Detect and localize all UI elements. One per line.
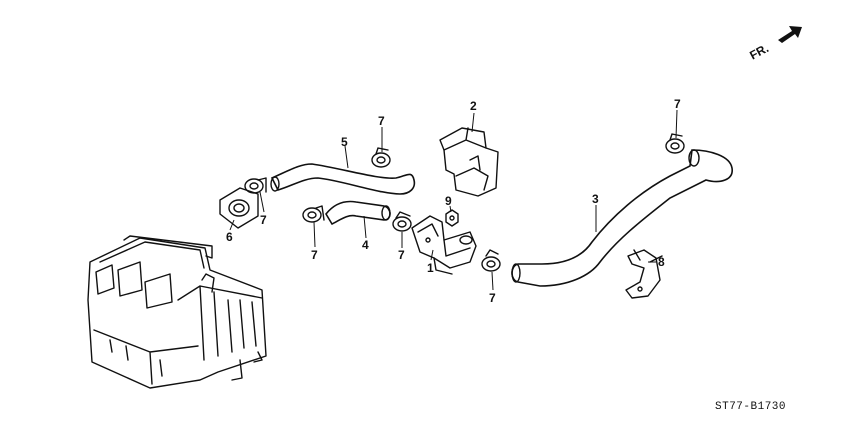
hose-clip-7-c (302, 205, 325, 223)
hose-part-4 (325, 200, 391, 226)
callout-9: 9 (445, 194, 452, 208)
front-direction-arrow-icon (778, 26, 802, 43)
heater-unit (87, 235, 267, 389)
callout-7-e: 7 (489, 291, 496, 305)
hose-part-5 (270, 163, 416, 195)
callout-7-a: 7 (260, 213, 267, 227)
clamp-part-8 (625, 249, 663, 299)
callout-6: 6 (226, 230, 233, 244)
front-direction-label: FR. (747, 41, 771, 62)
hose-clip-7-a (244, 177, 267, 194)
cover-part-2 (439, 127, 499, 197)
grommet-part-6 (219, 187, 259, 229)
hose-clip-7-f (665, 133, 685, 154)
callout-4: 4 (362, 238, 369, 252)
callout-5: 5 (341, 135, 348, 149)
callout-1: 1 (427, 261, 434, 275)
hose-clip-7-e (481, 249, 501, 272)
callout-7-c: 7 (311, 248, 318, 262)
callout-2: 2 (470, 99, 477, 113)
nut-part-9 (445, 209, 459, 227)
callout-7-b: 7 (378, 114, 385, 128)
hose-part-3 (511, 149, 733, 287)
callout-7-d: 7 (398, 248, 405, 262)
callout-7-f: 7 (674, 97, 681, 111)
valve-part-1 (411, 215, 477, 275)
hose-clip-7-d (392, 211, 412, 232)
callout-8: 8 (658, 255, 665, 269)
leader-lines (229, 109, 678, 291)
hose-clip-7-b (371, 147, 391, 168)
callout-3: 3 (592, 192, 599, 206)
diagram-code: ST77-B1730 (715, 401, 787, 413)
